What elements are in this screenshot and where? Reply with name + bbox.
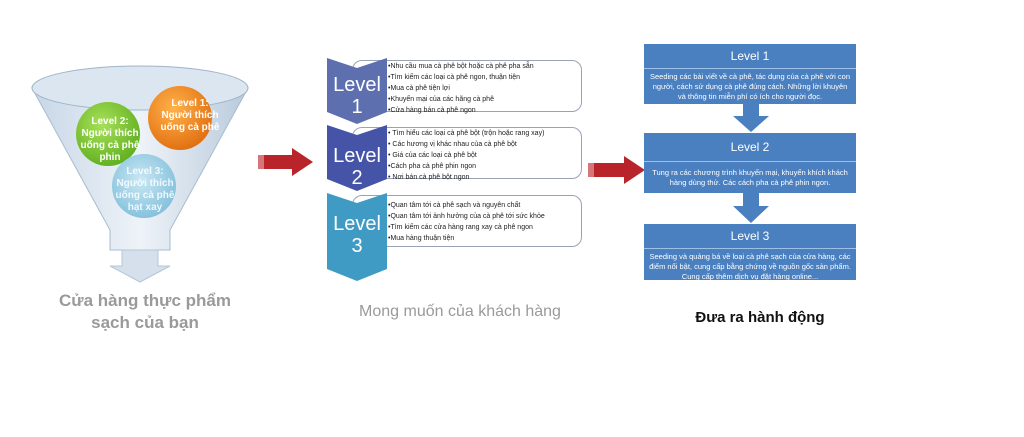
level2-bullet: •Cách pha cà phê phin ngon	[388, 163, 477, 170]
level2-circle	[76, 102, 140, 166]
action-level2-text: Tung ra các chương trình khuyến mại, khu…	[644, 161, 856, 193]
level2-bullet: • Tìm hiểu các loại cà phê bột (trộn hoặ…	[388, 130, 545, 137]
red-arrow-1	[258, 148, 313, 176]
level1-bullet: •Nhu cầu mua cà phê bột hoặc cà phê pha …	[388, 63, 534, 70]
level3-circle-label: Level 3: Người thích uống cà phê hạt xay	[115, 166, 175, 213]
level3-bullet: •Mua hàng thuận tiện	[388, 235, 455, 242]
level1-num: 1	[351, 96, 363, 118]
middle-caption: Mong muốn của khách hàng	[359, 303, 561, 320]
action-level3-box: Level 3 Seeding và quảng bá về loại cà p…	[644, 224, 856, 281]
action-level1-title: Level 1	[644, 44, 856, 68]
action-level1-text: Seeding các bài viết về cà phê, tác dụng…	[644, 68, 856, 104]
level3-bullet: •Quan tâm tới cà phê sạch và nguyên chất	[388, 202, 521, 209]
level1-chevron-text: Level 1	[327, 74, 387, 118]
level2-bullet: • Các hương vị khác nhau của cà phê bột	[388, 141, 517, 148]
level3-bullets: •Quan tâm tới cà phê sạch và nguyên chất…	[388, 200, 545, 244]
funnel-caption-line1: Cửa hàng thực phẩm	[59, 291, 231, 310]
level1-circle-label: Level 1: Người thích uống cà phê	[160, 98, 220, 133]
level1-word: Level	[333, 74, 381, 96]
level2-bullets: • Tìm hiểu các loại cà phê bột (trộn hoặ…	[388, 128, 544, 183]
level2-chevron	[327, 125, 387, 191]
funnel-caption-line2: sạch của bạn	[91, 313, 199, 332]
action-level2-box: Level 2 Tung ra các chương trình khuyến …	[644, 133, 856, 193]
level1-bullet: •Mua cà phê tiện lợi	[388, 85, 450, 92]
level1-bullet: •Cửa hàng bán cà phê ngon	[388, 107, 476, 114]
down-arrow-2	[733, 193, 769, 223]
level2-bullet: • Nơi bán cà phê bột ngon	[388, 174, 470, 181]
action-level1-box: Level 1 Seeding các bài viết về cà phê, …	[644, 44, 856, 104]
level1-circle	[148, 86, 212, 150]
level2-num: 2	[351, 167, 363, 189]
action-level3-text: Seeding và quảng bá về loại cà phê sạch …	[644, 248, 856, 281]
level3-num: 3	[351, 235, 363, 257]
level3-word: Level	[333, 213, 381, 235]
action-level3-title: Level 3	[644, 224, 856, 248]
red-arrow-2	[588, 156, 645, 184]
level2-chevron-text: Level 2	[327, 145, 387, 189]
level3-bullet: •Quan tâm tới ảnh hưởng của cà phê tới s…	[388, 213, 545, 220]
level2-word: Level	[333, 145, 381, 167]
down-arrow-1	[733, 104, 769, 132]
action-level2-title: Level 2	[644, 133, 856, 161]
level3-chevron-text: Level 3	[327, 213, 387, 257]
level1-bullet: •Tìm kiếm các loại cà phê ngon, thuận ti…	[388, 74, 521, 81]
level1-bullets: •Nhu cầu mua cà phê bột hoặc cà phê pha …	[388, 61, 534, 116]
right-caption: Đưa ra hành động	[695, 309, 825, 326]
level1-chevron	[327, 58, 387, 124]
funnel-graphic	[31, 65, 249, 283]
level2-circle-label: Level 2: Người thích uống cà phê phin	[80, 116, 140, 163]
level3-bullet: •Tìm kiếm các cửa hàng rang xay cà phê n…	[388, 224, 533, 231]
level1-bullet: •Khuyến mại của các hãng cà phê	[388, 96, 494, 103]
level3-chevron	[327, 193, 387, 281]
level2-bullet: • Giá của các loại cà phê bột	[388, 152, 477, 159]
funnel-caption: Cửa hàng thực phẩm sạch của bạn	[30, 290, 260, 334]
level1-panel	[352, 60, 582, 112]
funnel-spout-arrow	[109, 249, 171, 283]
level3-circle	[112, 154, 176, 218]
